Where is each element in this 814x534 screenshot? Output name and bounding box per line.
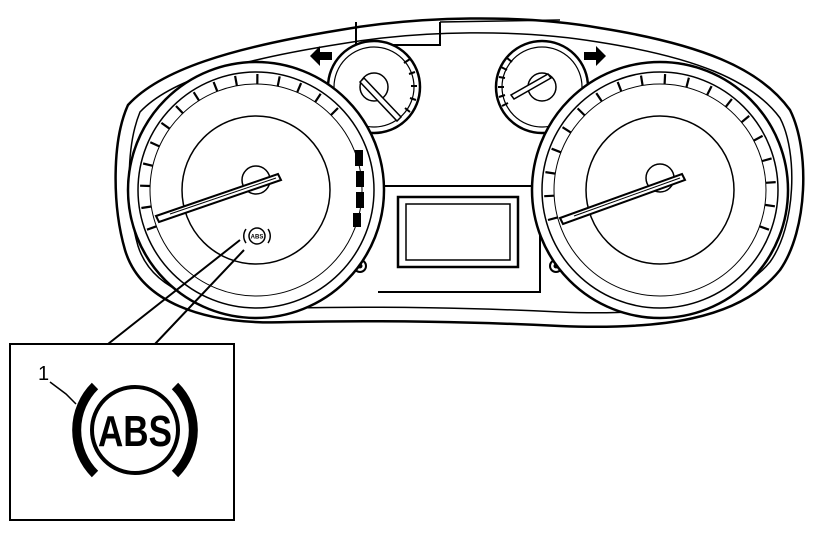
arrow-left-icon (310, 46, 332, 66)
main-dial-right-tick (544, 194, 555, 198)
main-dial-right-tick (663, 74, 667, 85)
main-dial-right-tick (706, 85, 713, 96)
main-dial-left-tick (141, 205, 152, 210)
main-dial-left (126, 60, 386, 320)
abs-lamp-small-text: ABS (251, 235, 264, 241)
main-dial-right (530, 60, 790, 320)
main-dial-right-tick (561, 126, 572, 134)
cluster-top-tab-right (439, 19, 561, 23)
main-dial-right-tick (551, 147, 562, 154)
main-dial-right-tick (685, 77, 690, 88)
main-dial-left-scale-bar (353, 150, 364, 227)
main-dial-left-tick (234, 75, 238, 86)
main-dial-left-tick (192, 91, 200, 102)
small-gauge-left-needle (358, 76, 403, 123)
small-gauge-right-needle (509, 73, 553, 100)
main-dial-right-tick (616, 81, 623, 92)
main-dial-right-tick (724, 98, 733, 108)
main-dial-right-tick (639, 75, 644, 86)
main-dial-right-tick (740, 115, 750, 124)
center-display-surround (378, 185, 541, 293)
main-dial-left-tick (314, 93, 322, 103)
main-dial-left-tick (160, 122, 171, 130)
main-dial-left-tick (175, 105, 184, 114)
callout-leader (107, 239, 245, 345)
main-dial-right-tick (765, 181, 776, 184)
center-display-screen (405, 203, 511, 261)
cluster-top-tab (355, 22, 441, 46)
main-dial-right-tick (547, 216, 558, 222)
arrow-right-icon (584, 46, 606, 66)
main-dial-left-tick (296, 82, 303, 93)
main-dial-right-tick (576, 107, 586, 117)
small-gauge-left-ticks (403, 58, 417, 113)
main-dial-right-tick (764, 203, 776, 208)
main-dial-left-ticks (140, 73, 339, 231)
callout-number-leader (49, 381, 77, 405)
abs-warning-icon: ABS (72, 382, 198, 478)
main-dial-right-tick (595, 92, 603, 103)
main-dial-right-ticks (544, 74, 776, 231)
main-dial-right-tick (753, 134, 764, 142)
main-dial-left-tick (146, 225, 157, 231)
main-dial-left-tick (212, 81, 219, 92)
main-dial-left-tick (330, 107, 339, 116)
main-dial-left-tick (149, 141, 160, 148)
main-dial-left-tick (276, 76, 281, 87)
main-dial-left-tick (142, 162, 154, 167)
main-dial-right-tick (759, 225, 770, 231)
small-gauge-right-ticks (498, 57, 513, 107)
main-dial-right-tick (545, 171, 556, 175)
main-dial-right-tick (761, 157, 772, 163)
callout-number: 1 (38, 363, 49, 385)
abs-lamp-small: ABS (243, 227, 271, 245)
abs-symbol-text: ABS (98, 407, 172, 456)
